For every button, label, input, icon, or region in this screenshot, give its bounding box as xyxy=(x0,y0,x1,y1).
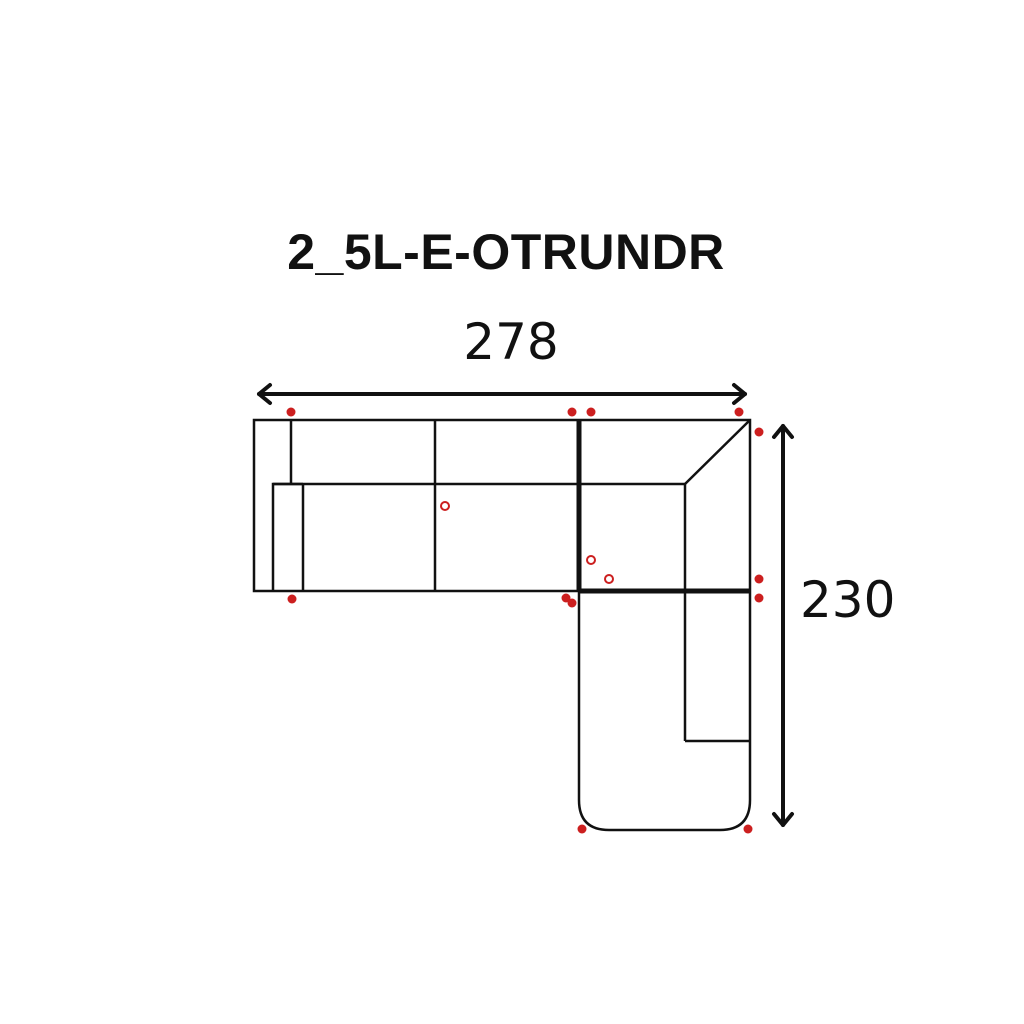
width-dimension-arrow xyxy=(257,383,747,405)
marker-ring xyxy=(604,574,614,584)
model-title: 2_5L-E-OTRUNDR xyxy=(287,224,725,280)
sofa-outer-contour xyxy=(252,418,752,832)
depth-dimension-label: 230 xyxy=(800,571,896,629)
marker-ring xyxy=(440,501,450,511)
depth-dimension-arrow xyxy=(772,424,794,827)
corner-back-diagonal xyxy=(684,419,751,485)
marker-dot xyxy=(754,593,764,603)
module-joints xyxy=(576,420,750,594)
marker-dot xyxy=(561,593,571,603)
marker-dot xyxy=(567,598,577,608)
marker-dot xyxy=(577,824,587,834)
marker-dot xyxy=(586,407,596,417)
left-armrest xyxy=(271,482,303,591)
marker-dot xyxy=(754,427,764,437)
marker-ring xyxy=(586,555,596,565)
width-dimension-label: 278 xyxy=(463,313,559,371)
sofa-outline xyxy=(252,418,752,832)
marker-dot xyxy=(567,407,577,417)
connection-markers xyxy=(286,407,764,834)
marker-dot xyxy=(287,594,297,604)
marker-dot xyxy=(743,824,753,834)
marker-dot xyxy=(754,574,764,584)
marker-dot xyxy=(734,407,744,417)
marker-dot xyxy=(286,407,296,417)
connection-rings xyxy=(440,501,614,584)
